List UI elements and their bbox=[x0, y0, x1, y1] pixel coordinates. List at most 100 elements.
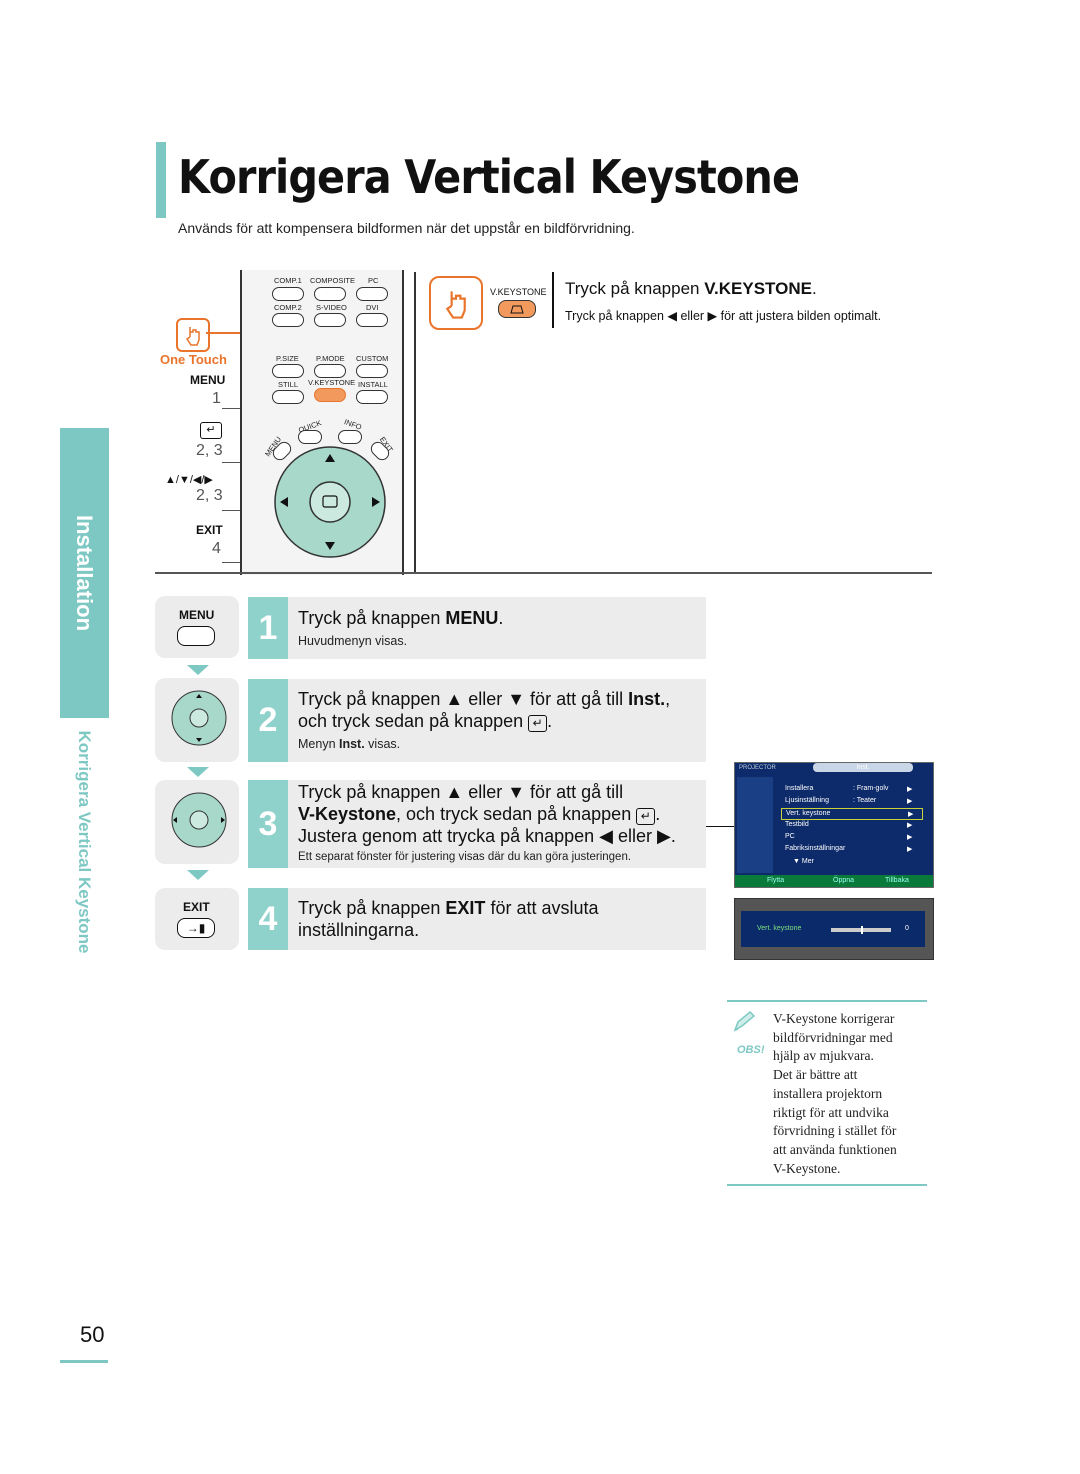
callout-arrows-key: ▲/▼/◀/▶ bbox=[165, 474, 213, 486]
enter-icon: ↵ bbox=[636, 808, 656, 825]
osd-menu-item[interactable]: Testbild ▶ bbox=[781, 820, 921, 830]
osd-menu-item[interactable]: Installera: Fram-golv▶ bbox=[781, 784, 921, 794]
osd-item-label: Ljusinställning bbox=[785, 797, 829, 804]
callout-exit-step: 4 bbox=[212, 540, 221, 557]
callout-exit-key: EXIT bbox=[196, 523, 223, 537]
osd-footer-open: Öppna bbox=[833, 877, 855, 884]
step3-sub: Ett separat fönster för justering visas … bbox=[298, 851, 632, 863]
osd-leader bbox=[706, 826, 736, 827]
step1-body: Tryck på knappen MENU. Huvudmenyn visas. bbox=[288, 597, 706, 659]
osd-item-arrow: ▶ bbox=[907, 846, 913, 853]
composite-button[interactable] bbox=[314, 287, 346, 301]
down-arrow bbox=[187, 767, 209, 777]
osd-item-label: Fabriksinställningar bbox=[785, 845, 846, 852]
direction-pad[interactable] bbox=[270, 446, 390, 566]
vkeystone-instruction: Tryck på knappen V.KEYSTONE. bbox=[565, 279, 817, 298]
osd-item-arrow: ▶ bbox=[908, 811, 914, 818]
comp1-button[interactable] bbox=[272, 287, 304, 301]
callout-enter-step: 2, 3 bbox=[196, 442, 223, 459]
vkeystone-button-label: V.KEYSTONE bbox=[490, 287, 547, 297]
vkeystone-big-button bbox=[498, 300, 536, 318]
label-comp2: COMP.2 bbox=[274, 303, 302, 312]
step-number: 4 bbox=[248, 888, 288, 950]
label-pmode: P.MODE bbox=[316, 354, 345, 363]
label-psize: P.SIZE bbox=[276, 354, 299, 363]
section-tab-label: Installation bbox=[72, 514, 97, 632]
osd-item-label: Testbild bbox=[785, 821, 809, 828]
note-line: V-Keystone korrigerar bbox=[773, 1011, 895, 1026]
step1-sub: Huvudmenyn visas. bbox=[298, 634, 408, 648]
custom-button[interactable] bbox=[356, 364, 388, 378]
label-install: INSTALL bbox=[358, 380, 388, 389]
label-pc: PC bbox=[368, 276, 379, 285]
osd-icon-column bbox=[737, 777, 773, 873]
label-svideo: S-VIDEO bbox=[316, 303, 347, 312]
label-dvi: DVI bbox=[366, 303, 379, 312]
vkeystone-button[interactable] bbox=[314, 388, 346, 402]
callout-menu-key: MENU bbox=[190, 373, 226, 387]
note-line: V-Keystone. bbox=[773, 1160, 841, 1176]
down-arrow bbox=[187, 665, 209, 675]
note-line: bildförvridningar med bbox=[773, 1029, 893, 1045]
section-frame bbox=[414, 272, 416, 572]
page-number: 50 bbox=[80, 1322, 105, 1347]
osd-menu-item[interactable]: Ljusinställning: Teater▶ bbox=[781, 796, 921, 806]
osd-footer-move: Flytta bbox=[767, 877, 785, 884]
comp2-button[interactable] bbox=[272, 313, 304, 327]
note-text: V-Keystone korrigerar bildförvridningar m… bbox=[773, 1010, 897, 1178]
still-button[interactable] bbox=[272, 390, 304, 404]
dpad-icon bbox=[171, 690, 227, 746]
osd-item-arrow: ▶ bbox=[907, 786, 913, 793]
label-still: STILL bbox=[278, 380, 299, 389]
pmode-button[interactable] bbox=[314, 364, 346, 378]
osd-brand: PROJECTOR bbox=[739, 765, 776, 771]
svideo-button[interactable] bbox=[314, 313, 346, 327]
remote-control: COMP.1 COMPOSITE PC COMP.2 S-VIDEO DVI P… bbox=[240, 270, 404, 575]
osd-menu: PROJECTOR Inst. Installera: Fram-golv▶Lj… bbox=[734, 762, 934, 888]
quick-button[interactable] bbox=[298, 430, 322, 444]
step4-line1: Tryck på knappen EXIT för att avsluta bbox=[298, 898, 599, 918]
vkeystone-subinstruction: Tryck på knappen ◀ eller ▶ för att juste… bbox=[565, 309, 882, 323]
psize-button[interactable] bbox=[272, 364, 304, 378]
note-line: Det är bättre att bbox=[773, 1067, 858, 1083]
pc-button[interactable] bbox=[356, 287, 388, 301]
page-number-rule bbox=[60, 1360, 108, 1363]
callout-arrows-step: 2, 3 bbox=[196, 487, 223, 504]
step4-line2: inställningarna. bbox=[298, 920, 420, 940]
osd-slider-inner: Vert. keystone 0 bbox=[741, 911, 925, 947]
note-line: riktigt för att undvika bbox=[773, 1104, 889, 1120]
dvi-button[interactable] bbox=[356, 313, 388, 327]
osd-item-label: Installera bbox=[785, 785, 814, 792]
osd-menu-item[interactable]: Vert. keystone▶ bbox=[781, 808, 923, 820]
step3-line1: Tryck på knappen ▲ eller ▼ för att gå ti… bbox=[298, 782, 624, 802]
note-line: installera projektorn bbox=[773, 1085, 883, 1101]
note-tag: OBS! bbox=[737, 1044, 765, 1056]
osd-slider-label: Vert. keystone bbox=[757, 925, 802, 932]
step2-body: Tryck på knappen ▲ eller ▼ för att gå ti… bbox=[288, 679, 706, 762]
label-composite: COMPOSITE bbox=[310, 276, 356, 285]
step-number: 3 bbox=[248, 780, 288, 868]
step2-line1: Tryck på knappen ▲ eller ▼ för att gå ti… bbox=[298, 689, 671, 709]
install-button[interactable] bbox=[356, 390, 388, 404]
step2-line2: och tryck sedan på knappen ↵. bbox=[298, 711, 553, 732]
note-line: att använda funktionen bbox=[773, 1141, 897, 1157]
note-bottom-rule bbox=[727, 1184, 927, 1186]
page-subtitle: Används för att kompensera bildformen nä… bbox=[178, 220, 635, 236]
info-button[interactable] bbox=[338, 430, 362, 444]
note-line: förvridning i stället för bbox=[773, 1123, 897, 1139]
osd-footer: Flytta Öppna Tillbaka bbox=[735, 875, 933, 887]
osd-item-label: PC bbox=[785, 833, 795, 840]
dpad-icon bbox=[171, 792, 227, 848]
step1-main: Tryck på knappen MENU. bbox=[298, 608, 504, 628]
label-custom: CUSTOM bbox=[356, 354, 389, 363]
menu-key-label: MENU bbox=[179, 608, 215, 622]
osd-menu-item[interactable]: Fabriksinställningar ▶ bbox=[781, 844, 921, 854]
osd-more: ▼ Mer bbox=[793, 858, 814, 865]
note-top-rule bbox=[727, 1000, 927, 1002]
menu-key-icon bbox=[177, 626, 215, 646]
osd-menu-item[interactable]: PC ▶ bbox=[781, 832, 921, 842]
step1-icon-box: MENU bbox=[155, 596, 239, 658]
osd-item-arrow: ▶ bbox=[907, 834, 913, 841]
osd-item-arrow: ▶ bbox=[907, 822, 913, 829]
osd-slider-knob[interactable] bbox=[861, 926, 863, 934]
